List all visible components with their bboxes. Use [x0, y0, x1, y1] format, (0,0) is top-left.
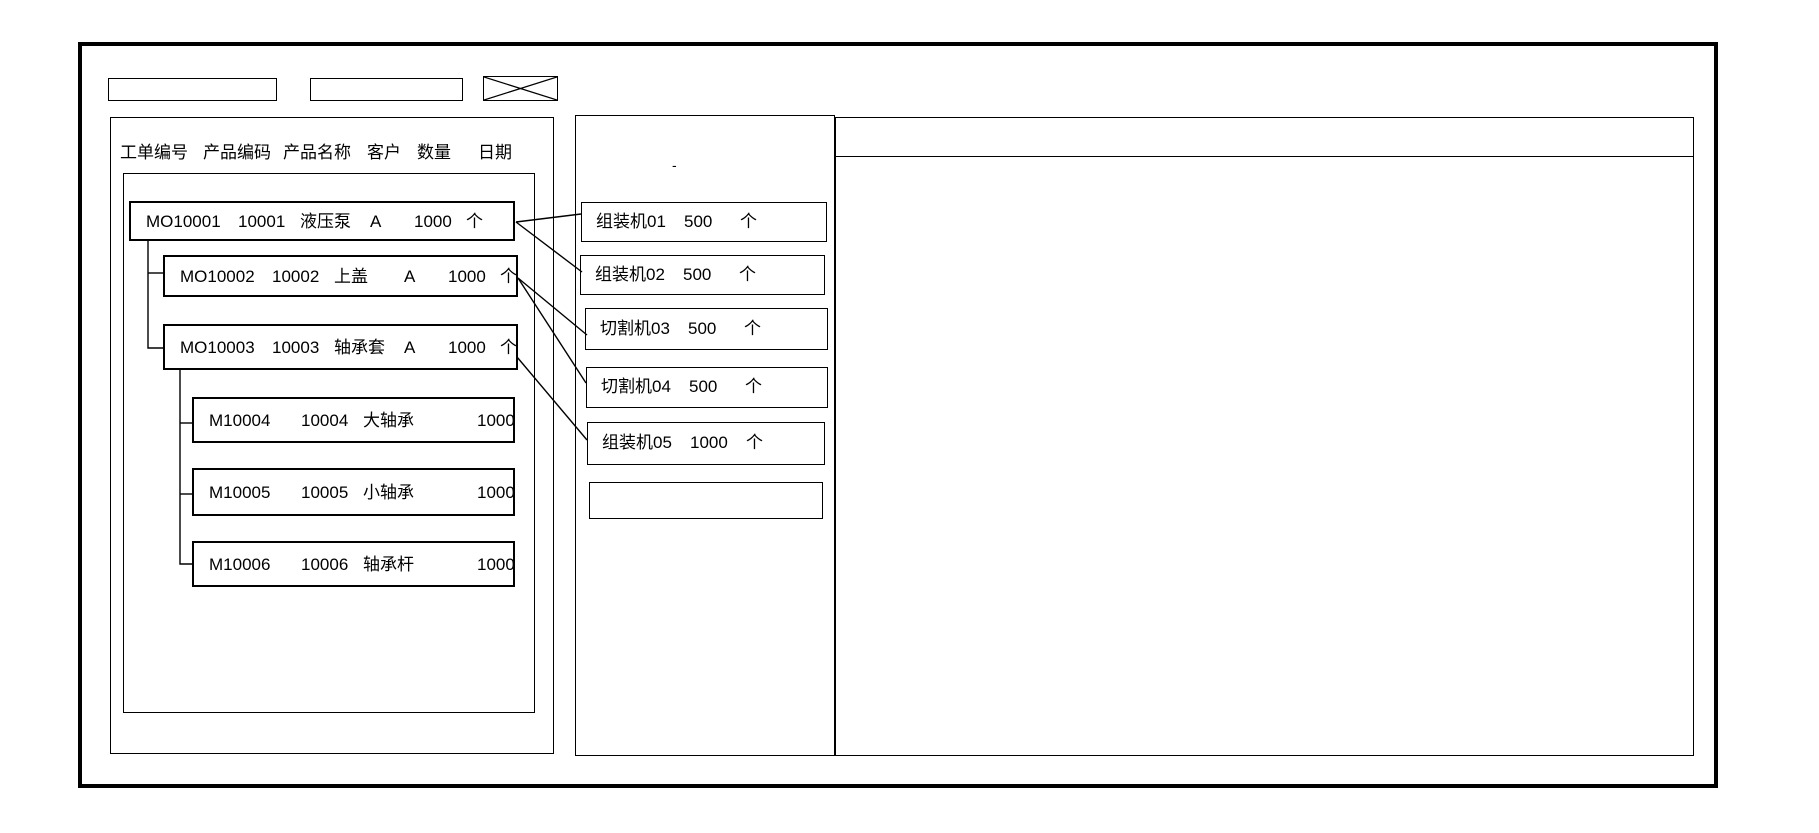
- machine-row-02[interactable]: 组装机02 500 个: [580, 255, 825, 295]
- wo-cell: MO10003: [180, 338, 255, 357]
- machine-qty-cell: 500: [684, 212, 713, 231]
- code-cell: 10004: [301, 411, 349, 430]
- machine-row-04[interactable]: 切割机04 500 个: [586, 367, 828, 408]
- column-header-name: 产品名称: [283, 143, 351, 162]
- name-cell: 上盖: [334, 267, 368, 286]
- code-cell: 10005: [301, 483, 349, 502]
- order-row-m10006[interactable]: M1000610006轴承杆1000个: [192, 541, 515, 587]
- machine-row-01[interactable]: 组装机01 500 个: [581, 202, 827, 242]
- schedule-header-strip: [836, 118, 1693, 157]
- wo-cell: M10005: [209, 483, 271, 502]
- qty-cell: 1000: [448, 267, 486, 286]
- column-header-code: 产品编码: [203, 143, 271, 162]
- machine-name-cell: 组装机01: [596, 212, 666, 231]
- machine-row-05[interactable]: 组装机05 1000 个: [587, 422, 825, 465]
- name-cell: 小轴承: [363, 483, 414, 502]
- code-cell: 10002: [272, 267, 320, 286]
- unit-cell: 个: [466, 212, 483, 231]
- machine-row-empty[interactable]: [589, 482, 823, 519]
- qty-cell: 1000: [477, 483, 515, 502]
- column-header-wo: 工单编号: [120, 143, 188, 162]
- machine-qty-cell: 1000: [690, 433, 728, 452]
- machine-unit-cell: 个: [744, 319, 761, 338]
- name-cell: 大轴承: [363, 411, 414, 430]
- qty-cell: 1000: [448, 338, 486, 357]
- code-cell: 10003: [272, 338, 320, 357]
- orders-column-header: 工单编号产品编码产品名称客户数量 日期: [120, 138, 512, 162]
- wo-cell: M10004: [209, 411, 271, 430]
- order-row-mo10003[interactable]: MO10003 10003 轴承套 A 1000 个: [163, 324, 518, 370]
- x-cross-icon: [484, 77, 557, 100]
- order-row-m10004[interactable]: M1000410004大轴承1000个: [192, 397, 515, 443]
- machine-name-cell: 组装机02: [595, 265, 665, 284]
- name-cell: 轴承套: [334, 338, 385, 357]
- machine-row-03[interactable]: 切割机03 500 个: [585, 308, 828, 350]
- unit-cell: 个: [500, 338, 517, 357]
- customer-cell: A: [370, 212, 382, 231]
- order-tree-panel: [123, 173, 535, 713]
- wo-cell: MO10002: [180, 267, 255, 286]
- toolbar-field-1[interactable]: [108, 78, 277, 101]
- name-cell: 液压泵: [300, 212, 351, 231]
- qty-cell: 1000: [477, 411, 515, 430]
- customer-cell: A: [404, 338, 416, 357]
- machine-unit-cell: 个: [746, 433, 763, 452]
- unit-cell: 个: [500, 267, 517, 286]
- machine-qty-cell: 500: [688, 319, 717, 338]
- machine-name-cell: 切割机03: [600, 319, 670, 338]
- machine-unit-cell: 个: [739, 265, 756, 284]
- order-row-mo10001[interactable]: MO10001 10001 液压泵 A 1000 个: [129, 201, 515, 241]
- schedule-panel: [835, 117, 1694, 756]
- code-cell: 10006: [301, 555, 349, 574]
- machine-name-cell: 切割机04: [601, 377, 671, 396]
- machine-name-cell: 组装机05: [602, 433, 672, 452]
- image-placeholder-x-icon[interactable]: [483, 76, 558, 101]
- stray-dot-mark: -: [672, 157, 677, 173]
- order-row-m10005[interactable]: M1000510005小轴承1000个: [192, 468, 515, 516]
- order-row-mo10002[interactable]: MO10002 10002 上盖 A 1000 个: [163, 255, 518, 297]
- machine-qty-cell: 500: [683, 265, 712, 284]
- column-header-customer: 客户: [367, 143, 401, 162]
- qty-cell: 1000: [477, 555, 515, 574]
- code-cell: 10001: [238, 212, 286, 231]
- machine-qty-cell: 500: [689, 377, 718, 396]
- wo-cell: MO10001: [146, 212, 221, 231]
- wo-cell: M10006: [209, 555, 271, 574]
- qty-cell: 1000: [414, 212, 452, 231]
- column-header-qty: 数量: [417, 143, 451, 162]
- toolbar-field-2[interactable]: [310, 78, 463, 101]
- machine-unit-cell: 个: [740, 212, 757, 231]
- column-header-date: 日期: [478, 143, 512, 162]
- name-cell: 轴承杆: [363, 555, 414, 574]
- customer-cell: A: [404, 267, 416, 286]
- machine-unit-cell: 个: [745, 377, 762, 396]
